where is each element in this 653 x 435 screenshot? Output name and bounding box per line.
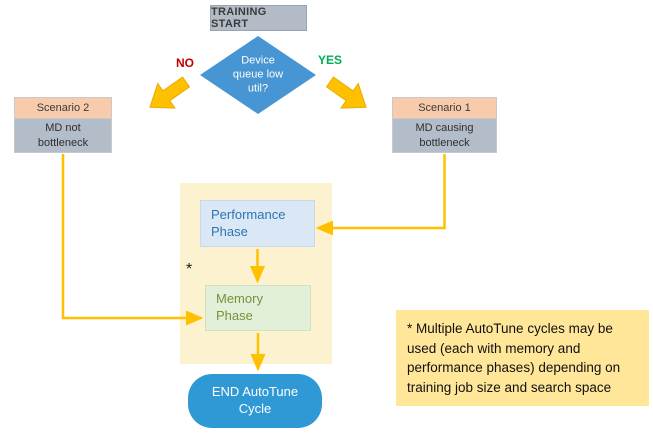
yes-branch-label: YES <box>318 53 343 67</box>
end-autotune-node: END AutoTune Cycle <box>188 374 322 428</box>
memory-phase-label: Memory Phase <box>216 291 263 323</box>
block-arrow-yes-branch <box>325 76 367 109</box>
diamond-shape <box>200 36 316 114</box>
decision-label: Device queue low util? <box>232 54 284 94</box>
scenario2-node: Scenario 2 MD not bottleneck <box>14 97 112 153</box>
no-branch-label: NO <box>176 56 194 70</box>
footnote-asterisk: * <box>186 261 193 278</box>
footnote-box: * Multiple AutoTune cycles may be used (… <box>396 310 649 407</box>
decision-node: Device queue low util? <box>200 36 316 114</box>
scenario2-title: Scenario 2 <box>14 97 112 119</box>
scenario2-body: MD not bottleneck <box>14 119 112 153</box>
training-start-node: TRAINING START <box>210 5 307 31</box>
scenario1-body-text: MD causing bottleneck <box>415 122 474 149</box>
scenario2-body-text: MD not bottleneck <box>37 122 89 149</box>
arrow-scenario1-to-performance <box>315 154 446 236</box>
memory-phase-node: Memory Phase <box>205 285 311 331</box>
scenario1-node: Scenario 1 MD causing bottleneck <box>392 97 497 153</box>
end-autotune-label: END AutoTune Cycle <box>211 384 299 416</box>
scenario1-body: MD causing bottleneck <box>392 119 497 153</box>
performance-phase-label: Performance Phase <box>211 206 286 239</box>
performance-phase-node: Performance Phase <box>200 200 315 247</box>
block-arrow-no-branch <box>149 76 191 109</box>
scenario1-title: Scenario 1 <box>392 97 497 119</box>
